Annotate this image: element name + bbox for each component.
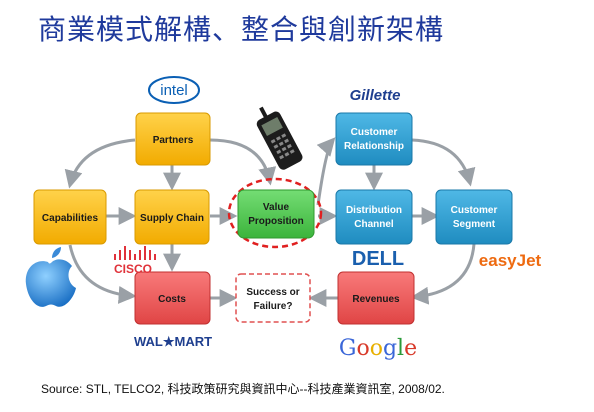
node-customer-segment: Customer Segment	[435, 189, 513, 245]
cisco-logo-text: CISCO	[114, 262, 152, 276]
node-success-failure-label-1: Success or	[246, 287, 299, 298]
page-title: 商業模式解構、整合與創新架構	[38, 13, 445, 46]
cisco-logo: CISCO	[114, 246, 156, 276]
node-value-proposition-label-2: Proposition	[248, 216, 304, 227]
node-distribution-channel-label-1: Distribution	[346, 205, 402, 216]
node-success-failure-label-2: Failure?	[254, 301, 293, 312]
node-distribution-channel: Distribution Channel	[335, 189, 413, 245]
gillette-logo: Gillette	[350, 87, 401, 104]
dell-logo: DELL	[352, 248, 404, 270]
node-value-proposition-label-1: Value	[263, 202, 290, 213]
node-partners: Partners	[135, 112, 211, 166]
node-costs: Costs	[134, 271, 211, 325]
node-value-proposition: Value Proposition	[227, 177, 323, 249]
node-customer-segment-label-2: Segment	[453, 219, 496, 230]
node-supply-chain-label: Supply Chain	[140, 213, 204, 224]
node-revenues: Revenues	[337, 271, 415, 325]
node-customer-segment-label-1: Customer	[451, 205, 498, 216]
easyjet-logo: easyJet	[479, 251, 542, 270]
node-customer-relationship-label-2: Relationship	[344, 141, 404, 152]
node-partners-label: Partners	[153, 135, 194, 146]
walmart-logo: WAL★MART	[134, 334, 212, 349]
node-revenues-label: Revenues	[352, 294, 400, 305]
intel-logo-text: intel	[160, 82, 188, 99]
value-proposition-highlight-circle	[227, 177, 323, 249]
node-customer-relationship: Customer Relationship	[335, 112, 413, 166]
node-customer-relationship-label-1: Customer	[351, 127, 398, 138]
source-citation: Source: STL, TELCO2, 科技政策研究與資訊中心--科技產業資訊…	[41, 382, 445, 396]
walmart-logo-text: WAL★MART	[134, 334, 212, 349]
google-logo: Google	[339, 336, 417, 361]
intel-logo: intel	[148, 76, 200, 104]
node-capabilities-label: Capabilities	[42, 213, 99, 224]
easyjet-logo-text: easyJet	[479, 251, 542, 270]
gillette-logo-text: Gillette	[350, 87, 401, 104]
node-distribution-channel-label-2: Channel	[354, 219, 394, 230]
mobile-phone-image	[256, 106, 303, 170]
node-costs-label: Costs	[158, 294, 186, 305]
google-logo-text: Google	[339, 336, 417, 361]
apple-logo	[25, 247, 76, 307]
node-capabilities: Capabilities	[33, 189, 107, 245]
node-success-failure: Success or Failure?	[235, 273, 311, 323]
dell-logo-text: DELL	[352, 248, 404, 270]
node-supply-chain: Supply Chain	[134, 189, 210, 245]
